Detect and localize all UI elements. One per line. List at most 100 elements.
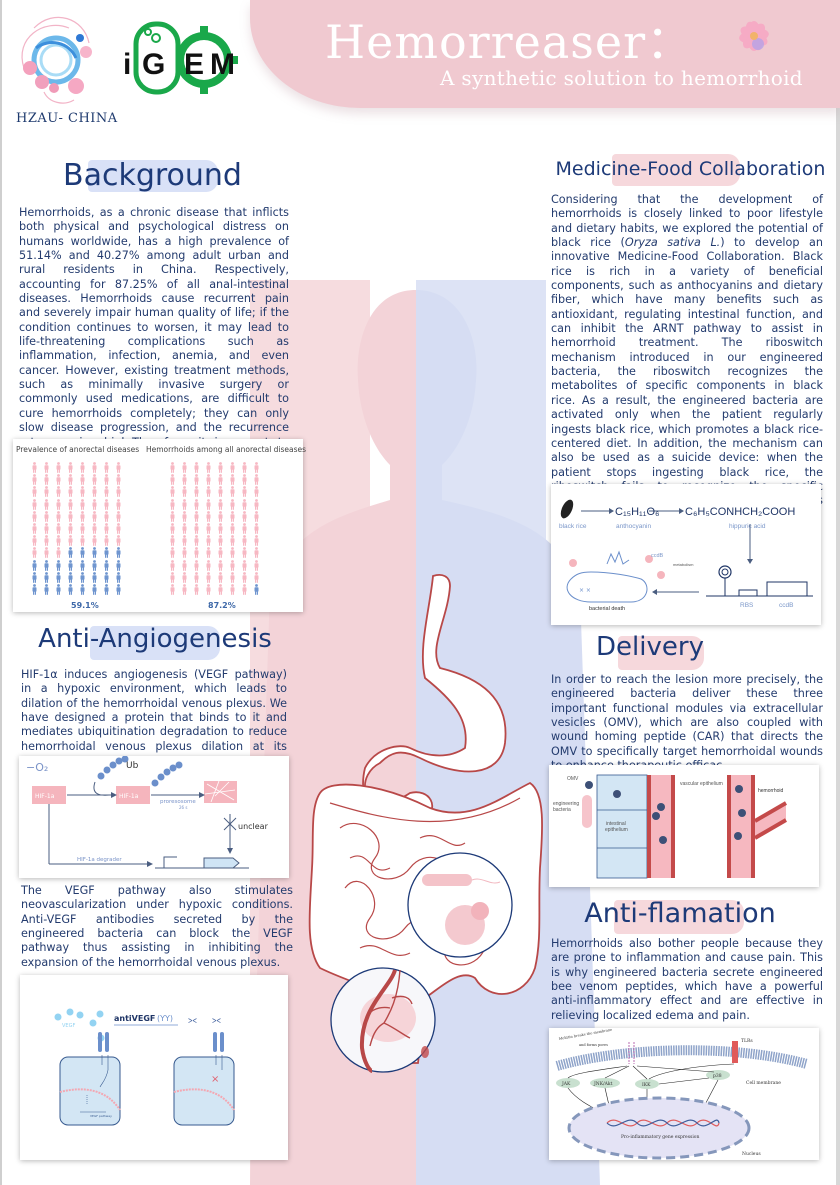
- person-icon: [202, 535, 214, 546]
- person-icon: [238, 462, 250, 473]
- person-icon: [190, 571, 202, 583]
- person-icon: [100, 498, 112, 510]
- person-icon: [250, 462, 262, 473]
- inflammation-diagram-card: JAK JNK/Akt IKK p38 TLRs Cell membrane M…: [549, 1028, 819, 1160]
- svg-text:Melittin breaks the membrane: Melittin breaks the membrane: [558, 1028, 612, 1041]
- person-icon: [178, 547, 190, 559]
- svg-text:hemorrhoid: hemorrhoid: [758, 788, 784, 794]
- riboswitch-diagram: C₁₅H₁₁O₆ C₆H₅CONHCH₂COOH black rice anth…: [559, 499, 813, 612]
- person-icon: [40, 462, 52, 473]
- person-icon: [250, 583, 262, 595]
- person-icon: [28, 462, 40, 473]
- heading-highlight: [618, 636, 704, 670]
- person-icon: [112, 510, 124, 522]
- person-icon: [52, 583, 64, 595]
- person-icon: [250, 486, 262, 498]
- person-icon: [250, 535, 262, 546]
- hzau-logo-icon: [21, 16, 92, 104]
- svg-text:OMV: OMV: [567, 776, 579, 782]
- person-icon: [178, 510, 190, 522]
- person-icon: [40, 486, 52, 498]
- person-icon: [40, 571, 52, 583]
- person-icon: [238, 498, 250, 510]
- svg-text:anthocyanin: anthocyanin: [616, 523, 651, 530]
- svg-text:unclear: unclear: [238, 822, 269, 831]
- svg-text:bacterial death: bacterial death: [589, 606, 625, 612]
- svg-text:engineering: engineering: [553, 801, 579, 807]
- svg-text:VEGF: VEGF: [62, 1023, 75, 1029]
- person-icon: [28, 535, 40, 546]
- person-icon: [190, 583, 202, 595]
- person-icon: [250, 510, 262, 522]
- svg-text:Ub: Ub: [126, 761, 139, 771]
- flower-icon: [739, 21, 769, 51]
- person-icon: [166, 474, 178, 485]
- person-icon: [202, 474, 214, 485]
- svg-text:TLRs: TLRs: [741, 1038, 753, 1044]
- person-icon: [178, 583, 190, 595]
- person-icon: [214, 547, 226, 559]
- person-icon: [112, 583, 124, 595]
- delivery-text: In order to reach the lesion more precis…: [551, 673, 823, 772]
- person-icon: [28, 523, 40, 534]
- person-icon: [214, 571, 226, 583]
- frame-edge: [0, 0, 2, 1185]
- person-icon: [166, 486, 178, 498]
- svg-text:black rice: black rice: [559, 523, 587, 530]
- vegf-diagram-card: VEGF antiVEGF (YY) ⪥ ⪥ VEGF pathway ×: [20, 975, 288, 1160]
- svg-text:bacteria: bacteria: [553, 807, 571, 813]
- person-icon: [76, 583, 88, 595]
- person-icon: [52, 462, 64, 473]
- person-icon: [64, 462, 76, 473]
- person-icon: [178, 523, 190, 534]
- person-icon: [202, 510, 214, 522]
- svg-text:HIF-1a: HIF-1a: [119, 793, 139, 800]
- person-icon: [88, 498, 100, 510]
- person-icon: [190, 523, 202, 534]
- person-icon: [40, 523, 52, 534]
- hif-diagram-card: −O₂ Ub HIF-1a HIF-1a proresosome 26 s un…: [19, 755, 289, 878]
- person-icon: [100, 559, 112, 571]
- background-text: Hemorrhoids, as a chronic disease that i…: [19, 206, 289, 477]
- person-icon: [52, 523, 64, 534]
- person-icon: [112, 498, 124, 510]
- person-icon: [100, 486, 112, 498]
- person-icon: [40, 474, 52, 485]
- person-icon: [178, 535, 190, 546]
- svg-text:Pro-inflammatory gene expressi: Pro-inflammatory gene expression: [621, 1134, 699, 1140]
- svg-text:×: ×: [211, 1074, 219, 1085]
- hemorrhoid-value: 87.2%: [208, 601, 236, 610]
- heading-highlight: [88, 160, 218, 192]
- svg-text:⪥: ⪥: [188, 1015, 197, 1026]
- person-icon: [178, 571, 190, 583]
- person-icon: [166, 535, 178, 546]
- person-icon: [100, 474, 112, 485]
- person-icon: [28, 559, 40, 571]
- heading-highlight: [90, 626, 220, 660]
- background-heading: Background: [63, 158, 242, 193]
- person-icon: [202, 547, 214, 559]
- svg-text:ccdB: ccdB: [651, 553, 664, 559]
- person-icon: [100, 547, 112, 559]
- person-icon: [190, 559, 202, 571]
- chart-title-prevalence: Prevalence of anorectal diseases: [16, 445, 140, 454]
- person-icon: [190, 474, 202, 485]
- person-icon: [88, 571, 100, 583]
- person-icon: [214, 462, 226, 473]
- svg-text:× ×: × ×: [579, 587, 591, 594]
- riboswitch-diagram-card: C₁₅H₁₁O₆ C₆H₅CONHCH₂COOH black rice anth…: [551, 484, 821, 625]
- person-icon: [226, 571, 238, 583]
- person-icon: [64, 510, 76, 522]
- person-icon: [88, 535, 100, 546]
- person-icon: [226, 547, 238, 559]
- heading-highlight: [612, 154, 740, 186]
- person-icon: [166, 571, 178, 583]
- svg-text:HIF-1a degrader: HIF-1a degrader: [77, 857, 122, 863]
- person-icon: [88, 462, 100, 473]
- person-icon: [214, 523, 226, 534]
- svg-text:hippuric acid: hippuric acid: [729, 523, 766, 530]
- person-icon: [100, 523, 112, 534]
- person-icon: [88, 547, 100, 559]
- person-icon: [226, 474, 238, 485]
- person-icon: [64, 498, 76, 510]
